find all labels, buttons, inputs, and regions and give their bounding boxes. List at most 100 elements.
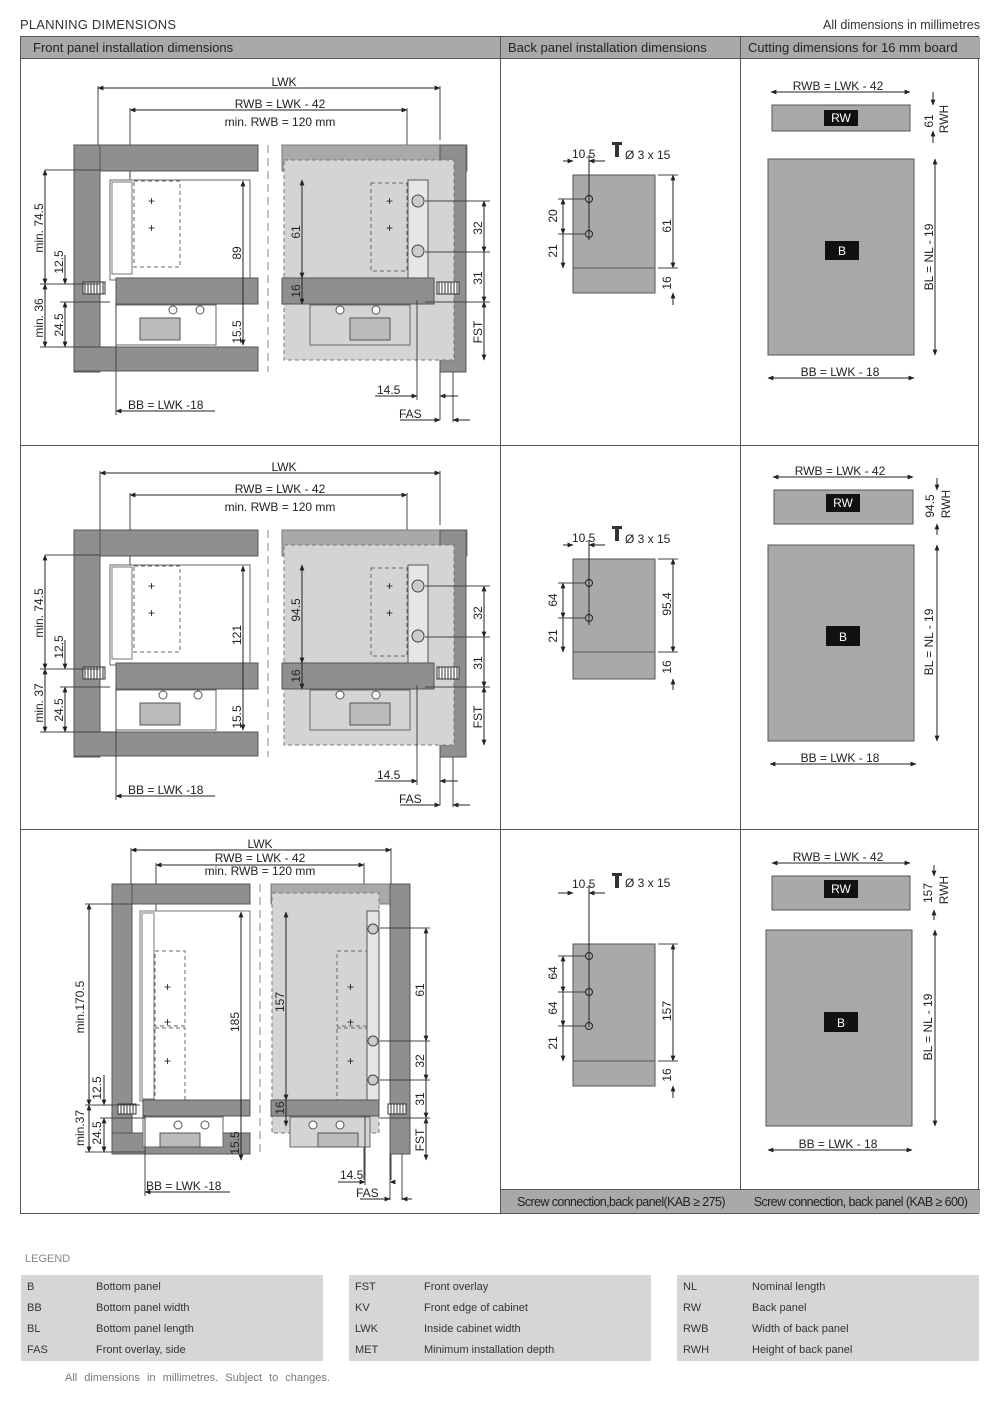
dim-32: 32 bbox=[413, 1054, 427, 1068]
dim-12-5: 12.5 bbox=[52, 250, 66, 274]
dim-lwk: LWK bbox=[247, 837, 272, 851]
svg-text:+: + bbox=[148, 606, 155, 620]
screw-spec: Ø 3 x 15 bbox=[625, 876, 671, 890]
dim-rwh: RWH bbox=[937, 105, 951, 133]
dim-back-height: 61 bbox=[289, 225, 303, 239]
dim-24-5: 24.5 bbox=[52, 698, 66, 722]
dim-hole-2: 64 bbox=[546, 1001, 560, 1015]
row3-back-drawing: 10.5 Ø 3 x 15 64 64 21 157 16 bbox=[546, 873, 678, 1098]
dim-back-height: 157 bbox=[660, 1001, 674, 1021]
dim-rwb: RWB = LWK - 42 bbox=[235, 97, 326, 111]
dim-bl: BL = NL - 19 bbox=[922, 608, 936, 675]
dim-rwb: RWB = LWK - 42 bbox=[793, 850, 884, 864]
dim-back-height: 61 bbox=[660, 219, 674, 233]
dim-14-5: 14.5 bbox=[340, 1168, 364, 1182]
dim-15-5: 15.5 bbox=[230, 705, 244, 729]
row3-cutting-drawing: RWB = LWK - 42 RW 157 RWH B BL = NL - 19… bbox=[765, 850, 951, 1153]
dim-24-5: 24.5 bbox=[52, 313, 66, 337]
column-header-back: Back panel installation dimensions bbox=[501, 37, 741, 59]
dim-bb: BB = LWK -18 bbox=[128, 398, 204, 412]
dim-rwh: RWH bbox=[939, 490, 953, 518]
dim-16: 16 bbox=[660, 660, 674, 674]
row1-cutting-drawing: RWB = LWK - 42 RW 61 RWH B BL = NL - 19 … bbox=[767, 79, 951, 381]
dim-16: 16 bbox=[273, 1101, 287, 1115]
b-label: B bbox=[838, 244, 846, 258]
dim-rwb: RWB = LWK - 42 bbox=[793, 79, 884, 93]
b-label: B bbox=[839, 630, 847, 644]
dim-fst: FST bbox=[471, 320, 485, 343]
svg-text:+: + bbox=[386, 221, 393, 235]
dim-rwb: RWB = LWK - 42 bbox=[235, 482, 326, 496]
dim-bl: BL = NL - 19 bbox=[922, 223, 936, 290]
svg-text:+: + bbox=[386, 579, 393, 593]
column-header-front: Front panel installation dimensions bbox=[21, 37, 501, 59]
screw-spec: Ø 3 x 15 bbox=[625, 532, 671, 546]
dim-31: 31 bbox=[471, 271, 485, 285]
svg-text:+: + bbox=[164, 980, 171, 994]
dim-min-height: min. 74.5 bbox=[32, 588, 46, 638]
dim-min-rwb: min. RWB = 120 mm bbox=[225, 115, 336, 129]
dim-14-5: 14.5 bbox=[377, 383, 401, 397]
svg-text:+: + bbox=[386, 606, 393, 620]
dim-hole-1: 64 bbox=[546, 593, 560, 607]
dim-lwk: LWK bbox=[271, 460, 296, 474]
dim-hole-1: 20 bbox=[546, 209, 560, 223]
dim-bb: BB = LWK - 18 bbox=[801, 365, 880, 379]
screw-icon bbox=[615, 143, 619, 157]
b-label: B bbox=[837, 1016, 845, 1030]
dim-min-low: min. 36 bbox=[32, 298, 46, 338]
svg-text:+: + bbox=[164, 1054, 171, 1068]
svg-text:+: + bbox=[386, 194, 393, 208]
dim-back-height: 94.5 bbox=[289, 598, 303, 622]
dim-fas: FAS bbox=[399, 792, 422, 806]
dim-min-low: min. 37 bbox=[32, 683, 46, 723]
dim-16: 16 bbox=[289, 284, 303, 298]
dim-hole-1: 64 bbox=[546, 966, 560, 980]
dim-lwk: LWK bbox=[271, 75, 296, 89]
b-label-box bbox=[825, 241, 859, 260]
row3-front-drawing: LWK RWB = LWK - 42 min. RWB = 120 mm +++… bbox=[73, 837, 430, 1202]
rw-label-box bbox=[824, 110, 858, 126]
legend-footnote: All dimensions in millimetres. Subject t… bbox=[65, 1372, 330, 1384]
row1-front-drawing: LWK RWB = LWK - 42 min. RWB = 120 mm ++ … bbox=[32, 75, 490, 423]
column-divider bbox=[500, 37, 501, 1213]
svg-text:+: + bbox=[148, 194, 155, 208]
dim-32: 32 bbox=[471, 606, 485, 620]
page-title: PLANNING DIMENSIONS bbox=[20, 17, 177, 32]
svg-text:+: + bbox=[347, 1015, 354, 1029]
dim-10-5: 10.5 bbox=[572, 531, 596, 545]
dim-bb: BB = LWK - 18 bbox=[799, 1137, 878, 1151]
svg-text:+: + bbox=[347, 1054, 354, 1068]
dim-rwh-value: 61 bbox=[922, 114, 936, 128]
dim-10-5: 10.5 bbox=[572, 147, 596, 161]
b-label-box bbox=[826, 626, 860, 646]
technical-drawings: LWK RWB = LWK - 42 min. RWB = 120 mm ++ … bbox=[32, 75, 953, 1202]
row1-back-drawing: 10.5 Ø 3 x 15 20 21 61 16 bbox=[546, 142, 678, 305]
b-label-box bbox=[824, 1012, 858, 1032]
dim-bb: BB = LWK -18 bbox=[146, 1179, 222, 1193]
dim-10-5: 10.5 bbox=[572, 877, 596, 891]
svg-text:+: + bbox=[148, 221, 155, 235]
screw-icon bbox=[615, 527, 619, 541]
dim-min-low: min.37 bbox=[73, 1110, 87, 1146]
dim-back-height: 95.4 bbox=[660, 592, 674, 616]
dim-min-height: min. 74.5 bbox=[32, 203, 46, 253]
svg-text:+: + bbox=[148, 579, 155, 593]
rw-label: RW bbox=[833, 496, 853, 510]
dim-hole-2: 21 bbox=[546, 629, 560, 643]
screw-icon bbox=[615, 874, 619, 888]
planning-table: Front panel installation dimensions Back… bbox=[20, 36, 980, 1214]
dim-14-5: 14.5 bbox=[377, 768, 401, 782]
rw-label: RW bbox=[831, 111, 851, 125]
